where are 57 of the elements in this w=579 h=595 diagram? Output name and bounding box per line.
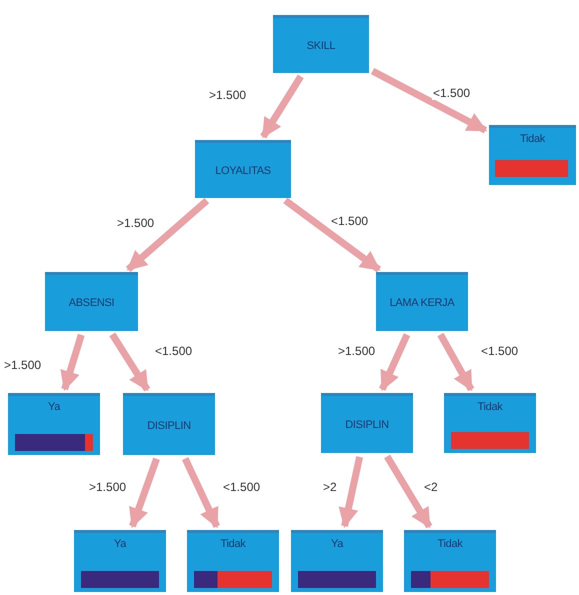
node-label: ABSENSI xyxy=(68,297,114,309)
node-label: Tidak xyxy=(478,401,502,413)
node-label: Tidak xyxy=(438,538,462,550)
node-label: SKILL xyxy=(306,40,336,52)
class-proportion-bar xyxy=(81,571,159,588)
leaf-box xyxy=(291,530,383,592)
node-label: Ya xyxy=(330,538,344,550)
decision-box xyxy=(376,272,468,331)
leaf-box xyxy=(404,530,496,592)
node-label: LOYALITAS xyxy=(215,164,271,176)
class-proportion-bar xyxy=(194,571,272,588)
leaf-box xyxy=(74,530,166,592)
arrow xyxy=(437,332,474,392)
arrow xyxy=(338,456,364,528)
edge-label: >1.500 xyxy=(3,358,42,372)
edge-label: <1.500 xyxy=(480,344,520,358)
arrow xyxy=(129,458,160,528)
arrow xyxy=(109,332,150,392)
node-label: Ya xyxy=(114,538,126,550)
decision-box xyxy=(123,393,215,455)
edge-label: >1.500 xyxy=(208,88,248,102)
edge-label: <1.500 xyxy=(154,344,194,358)
edge-label: <1.500 xyxy=(432,86,472,100)
leaf-box xyxy=(187,530,279,592)
node-label: Ya xyxy=(48,401,60,413)
node-label: Tidak xyxy=(220,538,246,550)
arrow xyxy=(370,68,488,134)
class-proportion-bar xyxy=(298,571,376,588)
decision-box xyxy=(321,393,413,453)
class-proportion-bar xyxy=(451,432,529,449)
class-proportion-bar xyxy=(495,160,568,177)
class-proportion-bar xyxy=(15,434,93,451)
arrow xyxy=(384,454,432,528)
arrow xyxy=(182,457,220,528)
leaf-box xyxy=(489,125,576,185)
decision-box xyxy=(273,15,369,73)
decision-box xyxy=(45,272,138,331)
node-label: Tidak xyxy=(520,133,545,145)
node-label: DISIPLIN xyxy=(147,420,191,432)
leaf-box xyxy=(444,393,536,453)
class-proportion-bar xyxy=(411,571,489,588)
decision-box xyxy=(195,140,291,198)
node-label: DISIPLIN xyxy=(345,418,389,430)
arrow xyxy=(60,334,85,392)
leaf-box xyxy=(8,393,100,455)
edge-label: <1.500 xyxy=(330,214,370,228)
edge-label: <2 xyxy=(423,480,439,494)
node-label: LAMA KERJA xyxy=(390,297,454,309)
edge-label: >2 xyxy=(322,480,338,494)
edge-label: <1.500 xyxy=(222,480,262,494)
arrow xyxy=(283,198,382,272)
edge-label: >1.500 xyxy=(88,480,128,494)
arrow xyxy=(260,74,304,138)
edge-label: >1.500 xyxy=(337,344,376,358)
arrow xyxy=(126,198,210,272)
arrow xyxy=(379,333,410,392)
edge-label: >1.500 xyxy=(116,216,156,230)
